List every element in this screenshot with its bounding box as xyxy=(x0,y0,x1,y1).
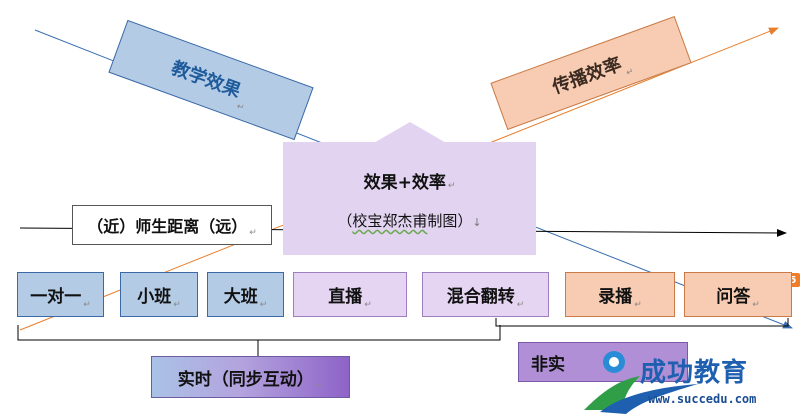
paragraph-mark: ↵ xyxy=(624,66,636,79)
format-box-blended-flipped: 混合翻转↵ xyxy=(422,272,549,317)
realtime-text: 实时（同步互动） xyxy=(177,369,314,390)
format-label: 大班 xyxy=(223,287,258,307)
non-realtime-label: 非实 xyxy=(518,342,688,382)
logo-text: 成功教育 xyxy=(640,358,749,388)
format-label: 小班 xyxy=(137,287,172,307)
format-label: 问答 xyxy=(716,287,751,307)
paragraph-mark: ↵ xyxy=(173,300,181,310)
paragraph-mark: ↵ xyxy=(364,300,372,310)
paragraph-mark: ↵ xyxy=(516,300,525,310)
logo-url: www.succedu.com xyxy=(648,392,757,406)
center-title-text: 效果+效率 xyxy=(363,173,446,193)
paragraph-mark: ↵ xyxy=(249,228,257,238)
nonrealtime-bracket xyxy=(495,318,789,327)
paragraph-mark: ↵ xyxy=(447,181,456,191)
paragraph-mark: ↵ xyxy=(259,300,268,310)
succedu-logo-icon xyxy=(584,351,698,414)
format-box-small-class: 小班↵ xyxy=(120,272,198,317)
format-label: 混合翻转 xyxy=(446,287,515,307)
non-realtime-text: 非实 xyxy=(531,354,565,375)
teaching-quality-text: 教学效果 xyxy=(168,57,244,102)
distance-text: （近）师生距离（远） xyxy=(87,217,248,236)
center-subtitle-open: （ xyxy=(337,212,353,230)
format-label: 录播 xyxy=(598,287,633,307)
format-box-qa: 问答↵ xyxy=(684,272,792,317)
format-label: 一对一 xyxy=(30,287,82,307)
center-subtitle-author: 校宝郑杰甫 xyxy=(352,212,428,230)
teacher-student-distance-label: （近）师生距离（远）↵ xyxy=(72,205,272,245)
format-box-one-on-one: 一对一↵ xyxy=(17,272,104,317)
line-break-mark: ↓ xyxy=(472,216,482,229)
realtime-label: 实时（同步互动）↵ xyxy=(151,356,350,398)
paragraph-mark: ↵ xyxy=(634,300,642,310)
format-label: 直播 xyxy=(328,287,363,307)
paragraph-mark: ↵ xyxy=(752,300,760,310)
center-title: 效果+效率↵ xyxy=(283,168,536,193)
center-panel-notch xyxy=(372,122,448,144)
realtime-bracket xyxy=(17,325,501,356)
paragraph-mark: ↵ xyxy=(83,300,91,310)
format-box-large-class: 大班↵ xyxy=(207,272,284,317)
paragraph-mark: ↵ xyxy=(235,101,246,114)
center-subtitle: （校宝郑杰甫制图）↓ xyxy=(283,210,536,231)
center-panel xyxy=(283,142,536,255)
center-subtitle-rest: 制图） xyxy=(427,212,473,230)
paragraph-mark: ↵ xyxy=(315,381,324,391)
format-box-live: 直播↵ xyxy=(293,272,407,317)
format-box-recorded: 录播↵ xyxy=(565,272,675,317)
